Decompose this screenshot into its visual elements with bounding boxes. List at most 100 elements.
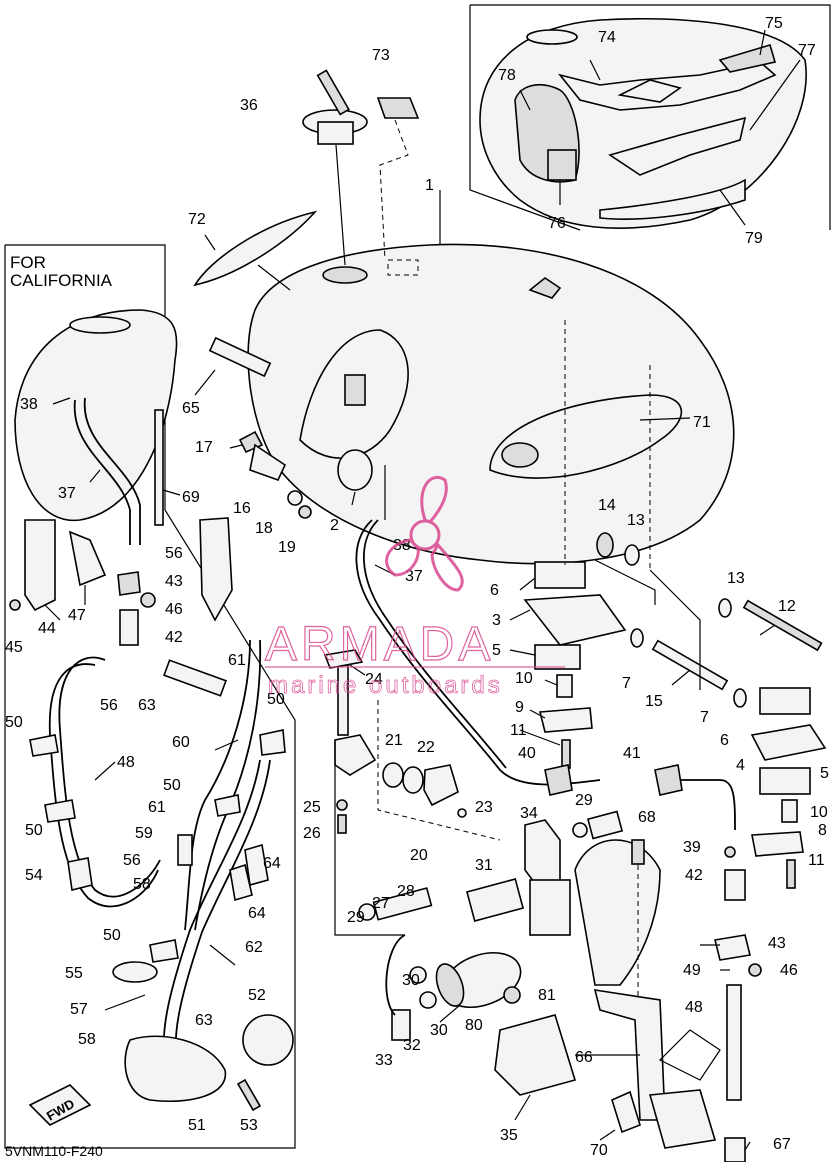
hose-loop bbox=[385, 934, 406, 1016]
bolt-68 bbox=[631, 839, 645, 865]
callout-76: 76 bbox=[548, 215, 566, 232]
ca-tank bbox=[14, 309, 178, 522]
callout-2: 2 bbox=[330, 517, 339, 534]
callout-10b: 10 bbox=[810, 804, 828, 821]
callout-3: 3 bbox=[492, 612, 501, 629]
callout-6a: 6 bbox=[490, 582, 499, 599]
clip-39 bbox=[724, 846, 736, 858]
fuel-cock-seal-2 bbox=[337, 449, 373, 491]
leader-75 bbox=[759, 29, 766, 56]
callout-52: 52 bbox=[248, 987, 266, 1004]
ca-hose-37b bbox=[83, 397, 141, 545]
ca-valve-42 bbox=[119, 609, 139, 646]
callout-5b: 5 bbox=[820, 765, 829, 782]
knee-pad-72 bbox=[193, 210, 318, 287]
leader-2 bbox=[351, 491, 356, 506]
callout-7a: 7 bbox=[622, 675, 631, 692]
diagram-code: 5VNM110-F240 bbox=[5, 1143, 103, 1159]
clamp-30 bbox=[409, 966, 427, 984]
pump-bracket-35 bbox=[494, 1014, 577, 1096]
ca-screw-46 bbox=[140, 592, 156, 608]
callout-4: 4 bbox=[736, 757, 745, 774]
leader-9 bbox=[529, 709, 546, 719]
fitting bbox=[586, 810, 624, 840]
callout-50c: 50 bbox=[163, 777, 181, 794]
clamp-55 bbox=[112, 961, 158, 983]
hose-65 bbox=[208, 336, 272, 378]
leader-12 bbox=[759, 624, 776, 636]
callout-46b: 46 bbox=[780, 962, 798, 979]
callout-numbers: 1 2 3 4 5 5 6 6 7 7 8 9 10 10 11 11 12 1… bbox=[5, 15, 829, 1159]
washer-13b bbox=[718, 598, 732, 618]
callout-50d: 50 bbox=[25, 822, 43, 839]
callout-50b: 50 bbox=[267, 691, 285, 708]
callout-20: 20 bbox=[410, 847, 428, 864]
bracket-rear bbox=[649, 569, 701, 690]
watermark: ARMADA marine outboards bbox=[264, 476, 565, 699]
callout-28: 28 bbox=[397, 883, 415, 900]
frame-outline bbox=[658, 1029, 721, 1081]
tank-filler-neck bbox=[322, 266, 368, 284]
california-inset bbox=[4, 244, 296, 1149]
callout-12: 12 bbox=[778, 598, 796, 615]
callout-19: 19 bbox=[278, 539, 296, 556]
callout-62: 62 bbox=[245, 939, 263, 956]
washer-7 bbox=[630, 628, 644, 648]
callout-47: 47 bbox=[68, 607, 86, 624]
leader-lines bbox=[44, 29, 801, 1151]
leader-3 bbox=[509, 609, 531, 621]
seal-21 bbox=[382, 762, 404, 788]
screw-46 bbox=[748, 963, 762, 977]
plate-8 bbox=[751, 831, 804, 857]
callout-44: 44 bbox=[38, 620, 56, 637]
leader-36 bbox=[335, 144, 346, 266]
callout-56c: 56 bbox=[123, 852, 141, 869]
callout-50e: 50 bbox=[103, 927, 121, 944]
sticker-73 bbox=[376, 97, 420, 119]
leader-20 bbox=[334, 740, 405, 936]
clip-50-c bbox=[44, 799, 76, 823]
leader-70 bbox=[599, 1129, 616, 1141]
fitting-64-b bbox=[229, 863, 253, 902]
screw-23 bbox=[457, 808, 467, 818]
stripe-79 bbox=[599, 178, 746, 220]
fuel-cap bbox=[302, 69, 420, 145]
bracket-14-13 bbox=[594, 559, 656, 605]
callout-18: 18 bbox=[255, 520, 273, 537]
callout-57: 57 bbox=[70, 1001, 88, 1018]
hose-62b bbox=[174, 759, 271, 1061]
washer-25 bbox=[336, 799, 348, 811]
oring-22 bbox=[402, 766, 424, 794]
hose-to-vent bbox=[680, 779, 736, 831]
hose-37-inner bbox=[362, 519, 507, 769]
callout-58a: 58 bbox=[133, 876, 151, 893]
tie-69 bbox=[154, 409, 164, 526]
callout-56b: 56 bbox=[100, 697, 118, 714]
callout-7b: 7 bbox=[700, 709, 709, 726]
bolt-53 bbox=[236, 1078, 262, 1112]
bracket-3 bbox=[523, 594, 627, 646]
leader-15 bbox=[671, 669, 691, 686]
hose-60 bbox=[184, 639, 251, 931]
collar-10b bbox=[781, 799, 798, 823]
callout-23: 23 bbox=[475, 799, 493, 816]
callout-37a: 37 bbox=[405, 568, 423, 585]
callout-60: 60 bbox=[172, 734, 190, 751]
leader-6 bbox=[519, 577, 536, 591]
washer-7b bbox=[733, 688, 747, 708]
callout-75: 75 bbox=[765, 15, 783, 32]
hose-33 bbox=[391, 1009, 411, 1041]
leader-65 bbox=[194, 369, 216, 396]
callout-26: 26 bbox=[303, 825, 321, 842]
callout-66: 66 bbox=[575, 1049, 593, 1066]
hose-48-ca-b bbox=[48, 663, 159, 908]
ca-clamp-43 bbox=[117, 571, 141, 596]
leader-69 bbox=[162, 489, 181, 496]
clamp-43 bbox=[714, 934, 751, 961]
leader-67 bbox=[744, 1141, 751, 1151]
callout-11a: 11 bbox=[510, 722, 527, 739]
callout-9: 9 bbox=[515, 699, 524, 716]
callout-33: 33 bbox=[375, 1052, 393, 1069]
leader-78 bbox=[519, 89, 531, 111]
watermark-tagline: marine outboards bbox=[268, 672, 503, 699]
